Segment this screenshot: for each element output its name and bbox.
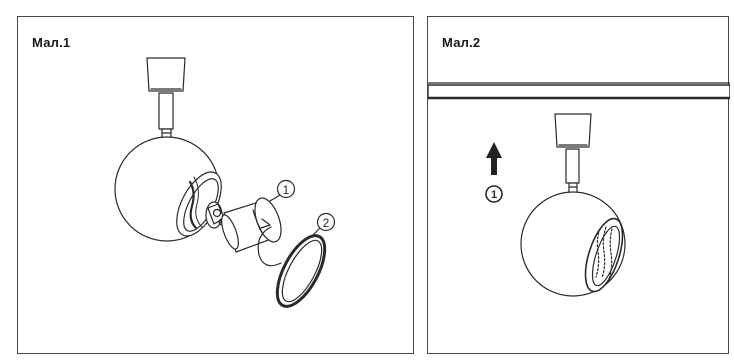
figure-1-drawing: 1 2 [114, 57, 336, 308]
callout-2-label: 2 [323, 216, 330, 230]
figure-1-title: Мал.1 [32, 35, 71, 50]
stem-fig2 [565, 148, 580, 194]
front-cover-ring [275, 234, 327, 308]
callout-1 [269, 179, 296, 202]
stem [158, 92, 174, 140]
track-adapter [146, 57, 186, 92]
up-arrow-icon [486, 142, 502, 175]
figure-2-drawing: 1 [428, 82, 730, 297]
sphere-housing-fig2 [520, 191, 626, 297]
callout-2 [310, 212, 336, 238]
callout-1-fig2-label: 1 [491, 189, 497, 201]
track-adapter-fig2 [554, 113, 592, 148]
callout-1-label: 1 [283, 183, 290, 197]
callout-1-fig2 [485, 185, 503, 203]
figure-2-title: Мал.2 [442, 35, 481, 50]
lamp-bulb [221, 197, 282, 253]
rotation-arrow [257, 218, 282, 267]
figure-1-panel: Мал.1 [17, 16, 414, 354]
track-rail [428, 82, 730, 100]
figure-2-panel: Мал.2 1 [427, 16, 730, 354]
